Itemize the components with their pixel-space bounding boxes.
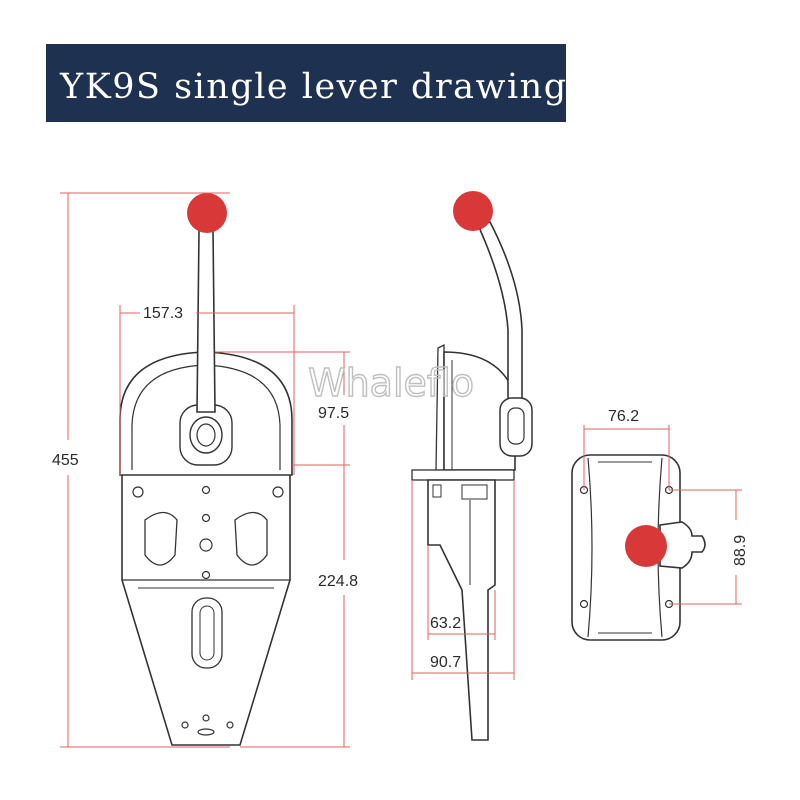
front-lever-knob (187, 193, 227, 233)
dim-top-width: 76.2 (608, 408, 639, 425)
side-lever-knob (453, 191, 493, 231)
top-lever-hub (659, 521, 706, 569)
dim-top-height: 88.9 (732, 535, 749, 566)
watermark-text: Whaleflo (308, 361, 474, 405)
front-view (119, 229, 293, 746)
dim-overall-height: 455 (52, 452, 79, 469)
front-left-slot (144, 511, 178, 566)
front-right-slot (234, 511, 268, 566)
side-view (411, 221, 533, 741)
dim-side-depth-inner: 63.2 (430, 615, 461, 632)
front-center-slot (191, 597, 223, 669)
drawing-title: YK9S single lever drawing (60, 67, 568, 107)
dimension-lines (60, 192, 742, 748)
side-lever-block (499, 397, 533, 457)
side-mounting-plate (427, 479, 496, 741)
dim-lower-height: 224.8 (318, 573, 358, 590)
side-base-flange (411, 469, 515, 481)
title-bar: YK9S single lever drawing (46, 44, 566, 122)
dim-upper-height: 97.5 (318, 405, 349, 422)
dim-housing-width: 157.3 (143, 305, 183, 322)
front-lever-arm (196, 229, 216, 413)
dim-side-depth-outer: 90.7 (430, 654, 461, 671)
top-lever-knob (625, 525, 667, 567)
front-mounting-plate (121, 469, 291, 746)
